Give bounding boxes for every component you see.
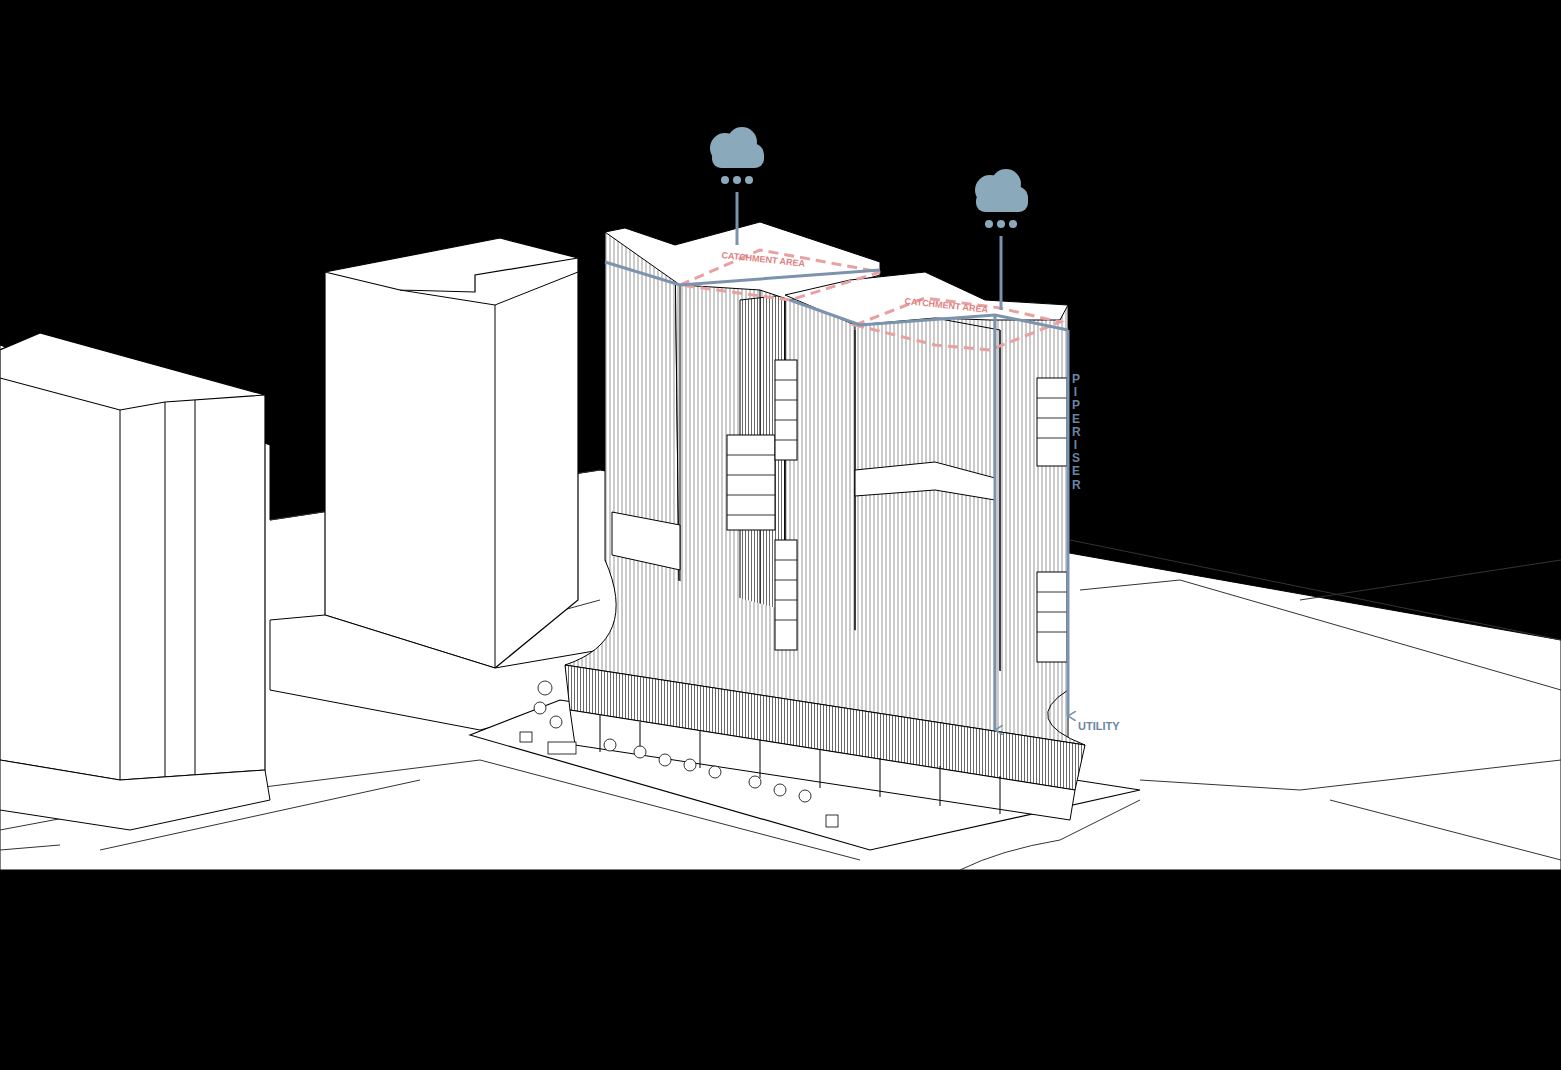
annotation-label: UTILITY xyxy=(1078,720,1120,732)
annotation-label: PIPE RISER xyxy=(1072,373,1079,492)
